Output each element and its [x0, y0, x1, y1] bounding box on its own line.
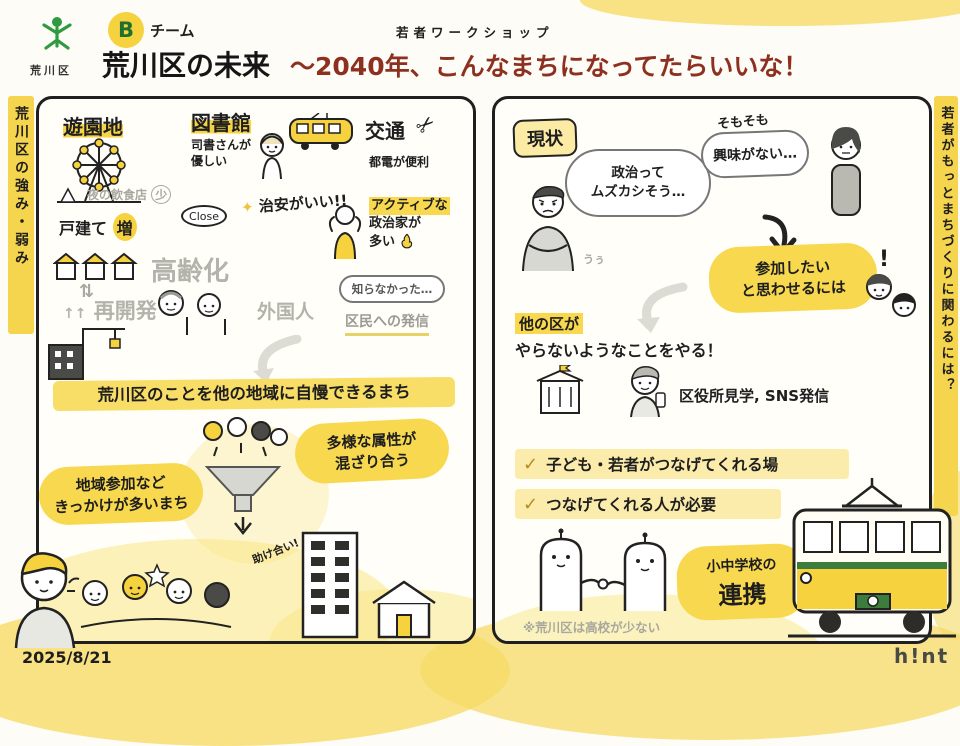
arakawa-logo-icon [36, 14, 78, 60]
label-ugh: うぅ [583, 253, 605, 266]
no-interest-cloud: 興味がない… [700, 129, 810, 179]
peeking-pair-icon [859, 267, 921, 333]
label-aging: 高齢化 [151, 257, 230, 287]
label-foreigners: 外国人 [257, 301, 315, 323]
house-icon [369, 577, 439, 641]
label-detached-houses: 戸建て 増 [59, 213, 137, 241]
page-title-main: 荒川区の未来 [102, 49, 271, 82]
gray-swoosh-arrow-icon [235, 335, 305, 389]
close-sign: Close [181, 205, 227, 227]
label-do-unique-things: やらないようなことをやる！ [515, 341, 723, 360]
cheering-person-icon [325, 203, 365, 261]
label-librarian-kind: 司書さんが優しい [191, 138, 252, 168]
close-text: Close [189, 209, 219, 223]
current-status-box: 現状 [512, 117, 578, 159]
toden-streetcar-icon [786, 476, 958, 646]
label-traffic: 交通 ✂ [365, 110, 441, 144]
updown-arrows-icon: ⇅ [79, 281, 95, 302]
politicians-text: 政治家が [369, 216, 422, 231]
civic-building-icon [531, 365, 589, 419]
sparkle-icon: ✦ [240, 197, 255, 217]
construction-crane-icon [43, 323, 135, 381]
houses-row-icon [53, 245, 139, 285]
funnel-icon [197, 461, 289, 545]
date-label: 2025/8/21 [22, 648, 112, 667]
label-redevelopment: ↑↑ 再開発 [63, 295, 157, 325]
librarian-icon [255, 131, 289, 183]
current-status-text: 現状 [526, 128, 564, 151]
page-title-sub: 〜2040年、こんなまちになってたらいいな！ [290, 52, 809, 81]
join-text-2: きっかけが多いまち [53, 493, 189, 517]
check-item-people: ✓ つなげてくれる人が必要 [515, 489, 781, 519]
label-tram-convenient: 都電が便利 [369, 155, 430, 169]
workshop-label: 若者ワークショップ [396, 25, 554, 40]
up-arrows-icon: ↑↑ [63, 306, 87, 322]
active-text: アクティブな [369, 197, 450, 215]
label-library: 図書館 [191, 107, 251, 136]
participation-bubble: 地域参加など きっかけが多いまち [39, 462, 204, 526]
motivate-bubble: 参加したい と思わせるには [707, 242, 879, 314]
label-amusement-park: 遊園地 [63, 111, 123, 140]
scissors-icon: ✂ [411, 109, 442, 142]
left-panel-strengths-weaknesses: 遊園地 夜の飲食店 少 図書館 司書さんが優しい [36, 96, 476, 644]
label-other-wards: 他の区が [515, 313, 584, 334]
connecting-figures-icon [527, 525, 681, 615]
ferris-wheel-icon [53, 135, 145, 209]
uninterested-woman-icon [819, 125, 873, 219]
check1-text: 子ども・若者がつなげてくれる場 [546, 456, 779, 474]
note-few-highschools: ※荒川区は高校が少ない [523, 620, 661, 635]
yellow-hair-boy-icon [4, 544, 80, 650]
few-badge: 少 [151, 185, 172, 204]
hint-brand-logo: h!nt [894, 644, 950, 668]
no-interest-text: 興味がない… [712, 145, 798, 165]
sns-person-icon [623, 363, 669, 419]
many-text: 多い [369, 234, 396, 250]
check-icon: ✓ [523, 453, 539, 475]
check2-text: つなげてくれる人が必要 [546, 496, 717, 514]
pride-statement: 荒川区のことを他の地域に自慢できるまち [52, 376, 456, 412]
check-icon: ✓ [523, 493, 539, 515]
houses-text: 戸建て [59, 219, 108, 238]
label-outreach: 区民への発信 [345, 311, 429, 336]
label-night-restaurants: 夜の飲食店 少 [87, 185, 172, 204]
other-wards-text: 他の区が [515, 313, 584, 334]
label-active-politicians: アクティブな 政治家が 多い [369, 197, 450, 252]
politics-text-1: 政治って [611, 165, 665, 181]
header: 荒川区 B チーム 若者ワークショップ 荒川区の未来 〜2040年、こんなまちに… [0, 0, 960, 92]
label-somosomo: そもそも [716, 112, 770, 133]
increase-badge: 増 [112, 213, 137, 241]
label-tour-sns: 区役所見学, SNS発信 [679, 387, 830, 405]
gray-swoosh-arrow-icon [617, 281, 695, 339]
left-strip: 荒川区の強み・弱み [8, 96, 34, 334]
team-badge-letter: B [117, 18, 134, 42]
small-tram-icon [287, 113, 355, 153]
right-strip-label: 若者がもっとまちづくりに関わるには？ [938, 106, 954, 394]
worried-man-icon [517, 183, 579, 273]
traffic-text: 交通 [365, 119, 405, 143]
arakawa-logo-label: 荒川区 [30, 64, 72, 77]
left-strip-label: 荒川区の強み・弱み [13, 106, 29, 268]
diverse-mix-bubble: 多様な属性が 混ざり合う [293, 417, 451, 485]
politics-difficult-cloud: 政治って ムズカシそう… [565, 149, 711, 217]
crowd-icon [197, 417, 289, 459]
right-strip: 若者がもっとまちづくりに関わるには？ [934, 96, 958, 516]
motivate-text-2: と思わせるには [740, 278, 847, 300]
community-group-icon [61, 557, 253, 641]
didnt-know-bubble: 知らなかった… [339, 275, 445, 303]
didnt-know-text: 知らなかった… [351, 282, 433, 296]
redevelop-text: 再開発 [93, 299, 157, 323]
politics-text-2: ムズカシそう… [590, 184, 686, 200]
night-food-text: 夜の飲食店 [87, 188, 148, 202]
elderly-couple-icon [151, 287, 247, 339]
exclamation-mark: ! [879, 247, 890, 272]
team-badge: B [108, 12, 144, 48]
flame-icon [401, 233, 412, 249]
check-item-places: ✓ 子ども・若者がつなげてくれる場 [515, 449, 849, 479]
team-badge-suffix: チーム [150, 22, 195, 40]
page-title: 荒川区の未来 〜2040年、こんなまちになってたらいいな！ [102, 44, 808, 84]
office-building-icon [297, 527, 363, 639]
